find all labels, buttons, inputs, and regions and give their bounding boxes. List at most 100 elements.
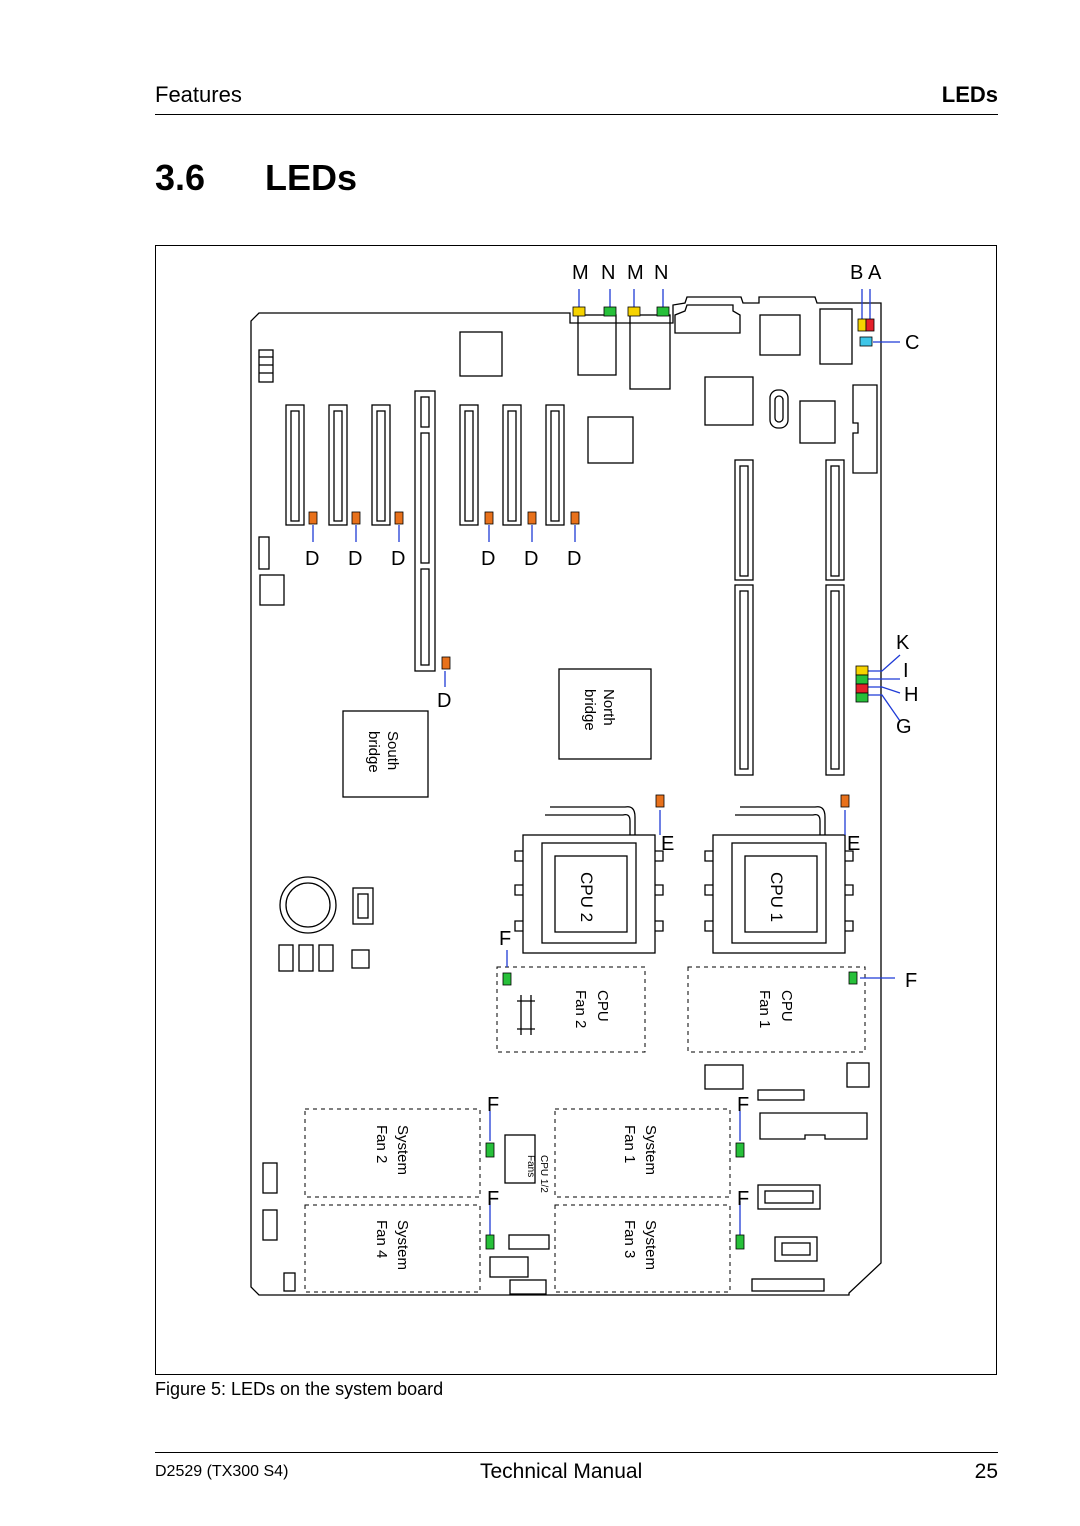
- rear-port-serial: [674, 304, 741, 334]
- footer-doc-id: D2529 (TX300 S4): [155, 1463, 289, 1480]
- system-fan4-region: [304, 1204, 481, 1293]
- led-m1: [572, 306, 586, 317]
- footer-page-number: 25: [974, 1460, 998, 1483]
- cpu-fan1-region: [687, 966, 866, 1053]
- led-i: [855, 674, 869, 685]
- north-bridge-label-1: North: [600, 689, 617, 726]
- callout-a: A: [868, 262, 882, 284]
- cpu-fan1-label-2: Fan 1: [756, 990, 773, 1028]
- dimm-slot-1b: [734, 584, 754, 776]
- system-fan4-label-2: Fan 4: [373, 1220, 390, 1258]
- pci-slot-2: [328, 404, 348, 526]
- led-f-sys4: [485, 1234, 495, 1250]
- cpu-fan1-label-1: CPU: [778, 990, 795, 1022]
- board-outline: [250, 296, 882, 1296]
- dimm-slot-1a: [734, 459, 754, 581]
- callout-c: C: [905, 332, 919, 354]
- led-k: [855, 665, 869, 676]
- callout-f-cpu2: F: [499, 928, 511, 950]
- led-e2: [655, 794, 665, 808]
- led-d3: [394, 511, 404, 525]
- cpu-fan2-region: [496, 966, 646, 1053]
- callout-f-sys4: F: [487, 1188, 499, 1210]
- cpu2-label: CPU 2: [577, 872, 596, 922]
- pci-slot-4: [459, 404, 479, 526]
- led-d7: [441, 656, 451, 670]
- pci-slot-5: [502, 404, 522, 526]
- section-title-text: LEDs: [265, 157, 358, 198]
- system-fan3-region: [554, 1204, 731, 1293]
- callout-f-cpu1: F: [905, 970, 917, 992]
- system-fan1-region: [554, 1108, 731, 1198]
- callout-d5: D: [524, 548, 538, 570]
- fan-connector-small: [704, 1064, 744, 1090]
- sata-connector: [751, 1278, 825, 1292]
- north-bridge: [558, 668, 652, 760]
- chip-small-left: [259, 574, 285, 606]
- led-f-cpu2: [502, 972, 512, 986]
- led-f-sys3: [735, 1234, 745, 1250]
- pci-slot-1: [285, 404, 305, 526]
- chip-left-small: [258, 349, 274, 383]
- cpu1-socket: [704, 806, 854, 954]
- system-fan2-region: [304, 1108, 481, 1198]
- led-d4: [484, 511, 494, 525]
- chip-right: [704, 376, 754, 426]
- system-fan1-label-1: System: [642, 1125, 659, 1175]
- led-d6: [570, 511, 580, 525]
- dimm-slot-2a: [825, 459, 845, 581]
- header-topic: LEDs: [941, 82, 998, 107]
- callout-d1: D: [305, 548, 319, 570]
- callout-g: G: [896, 716, 912, 738]
- callout-n2: N: [654, 262, 668, 284]
- led-a: [865, 318, 875, 332]
- led-c: [859, 336, 873, 347]
- callout-m2: M: [627, 262, 644, 284]
- cpu-fans-label-2: Fans: [525, 1155, 536, 1177]
- footer-doc-title: Technical Manual: [480, 1460, 643, 1483]
- usb-header-1: [757, 1184, 821, 1210]
- callout-b: B: [850, 262, 863, 284]
- callout-i: I: [903, 660, 909, 682]
- cpu-fan2-label-1: CPU: [594, 990, 611, 1022]
- header-section: Features: [155, 82, 242, 107]
- south-bridge: [342, 710, 429, 798]
- led-m2: [627, 306, 641, 317]
- system-fan4-label-1: System: [394, 1220, 411, 1270]
- fan-connector-right: [846, 1062, 870, 1088]
- led-g: [855, 692, 869, 703]
- led-f-cpu1: [848, 971, 858, 985]
- south-bridge-label-1: South: [384, 731, 401, 770]
- led-n1: [603, 306, 617, 317]
- rear-port-lan2: [629, 314, 671, 390]
- callout-d2: D: [348, 548, 362, 570]
- led-h: [855, 683, 869, 694]
- jumper-left: [258, 536, 270, 570]
- callout-e1: E: [847, 833, 860, 855]
- callout-m1: M: [572, 262, 589, 284]
- rear-port-vga: [759, 314, 801, 356]
- connector-wide: [759, 1112, 868, 1140]
- footer-rule: [155, 1452, 998, 1453]
- figure-caption: Figure 5: LEDs on the system board: [155, 1379, 444, 1399]
- usb-header-2: [774, 1236, 818, 1262]
- callout-d7: D: [437, 690, 451, 712]
- callout-e2: E: [661, 833, 674, 855]
- pci-slot-6: [545, 404, 565, 526]
- callout-f-sys3: F: [737, 1188, 749, 1210]
- cpu-fan2-label-2: Fan 2: [572, 990, 589, 1028]
- cpu2-socket: [514, 806, 664, 954]
- led-d1: [308, 511, 318, 525]
- callout-f-sys2: F: [487, 1094, 499, 1116]
- chip-right2: [799, 400, 836, 444]
- callout-f-sys1: F: [737, 1094, 749, 1116]
- callout-d3: D: [391, 548, 405, 570]
- pci-express-long: [414, 390, 436, 672]
- callout-n1: N: [601, 262, 615, 284]
- callout-d4: D: [481, 548, 495, 570]
- crystal: [769, 389, 789, 429]
- callout-d6: D: [567, 548, 581, 570]
- rear-port-usb: [819, 308, 853, 365]
- callout-k: K: [896, 632, 910, 654]
